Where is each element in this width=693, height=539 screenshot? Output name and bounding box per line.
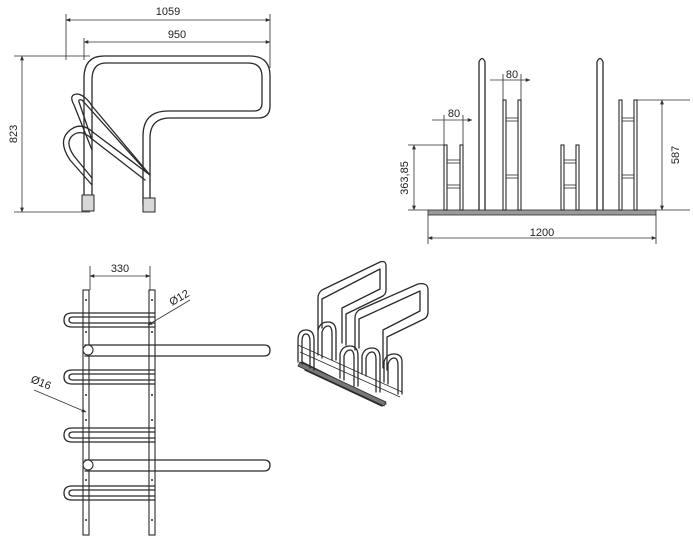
dim-overall-width: 1059 [65,6,271,68]
isometric-view [297,260,429,407]
dim-height: 823 [8,55,90,213]
dim-label-tube-diameter: Ø16 [29,374,53,393]
dim-label-inner-width: 950 [168,29,186,41]
dim-label-span: 330 [111,263,129,275]
dim-low-height: 363,85 [399,144,444,211]
top-long-arms [82,344,271,472]
front-rack-left [443,144,464,211]
top-wheel-slots [63,312,156,501]
dim-high-height: 587 [637,99,690,211]
dim-label-low-height: 363,85 [399,161,411,195]
side-view: 1059 950 823 [8,6,271,213]
front-rack-right [618,99,638,211]
dim-span: 330 [89,263,151,290]
dim-label-height: 823 [8,125,20,143]
front-rack-low [560,144,580,211]
dim-label-base-length: 1200 [530,227,554,239]
dim-label-bay-spacing-a: 80 [506,69,518,81]
front-rack-mid [502,99,522,211]
dim-label-rod-diameter: Ø12 [168,288,192,309]
dim-label-overall-width: 1059 [156,6,180,18]
dim-bay-spacing-b: 80 [432,108,473,145]
dim-base-length: 1200 [427,215,657,244]
front-view: 80 80 363,85 587 1200 [399,57,690,244]
side-frame [62,55,271,213]
top-view: 330 [29,263,271,536]
dim-label-bay-spacing-b: 80 [448,108,460,120]
dim-label-high-height: 587 [670,146,682,164]
dim-bay-spacing-a: 80 [490,69,531,100]
iso-wheel-holders [297,321,403,398]
